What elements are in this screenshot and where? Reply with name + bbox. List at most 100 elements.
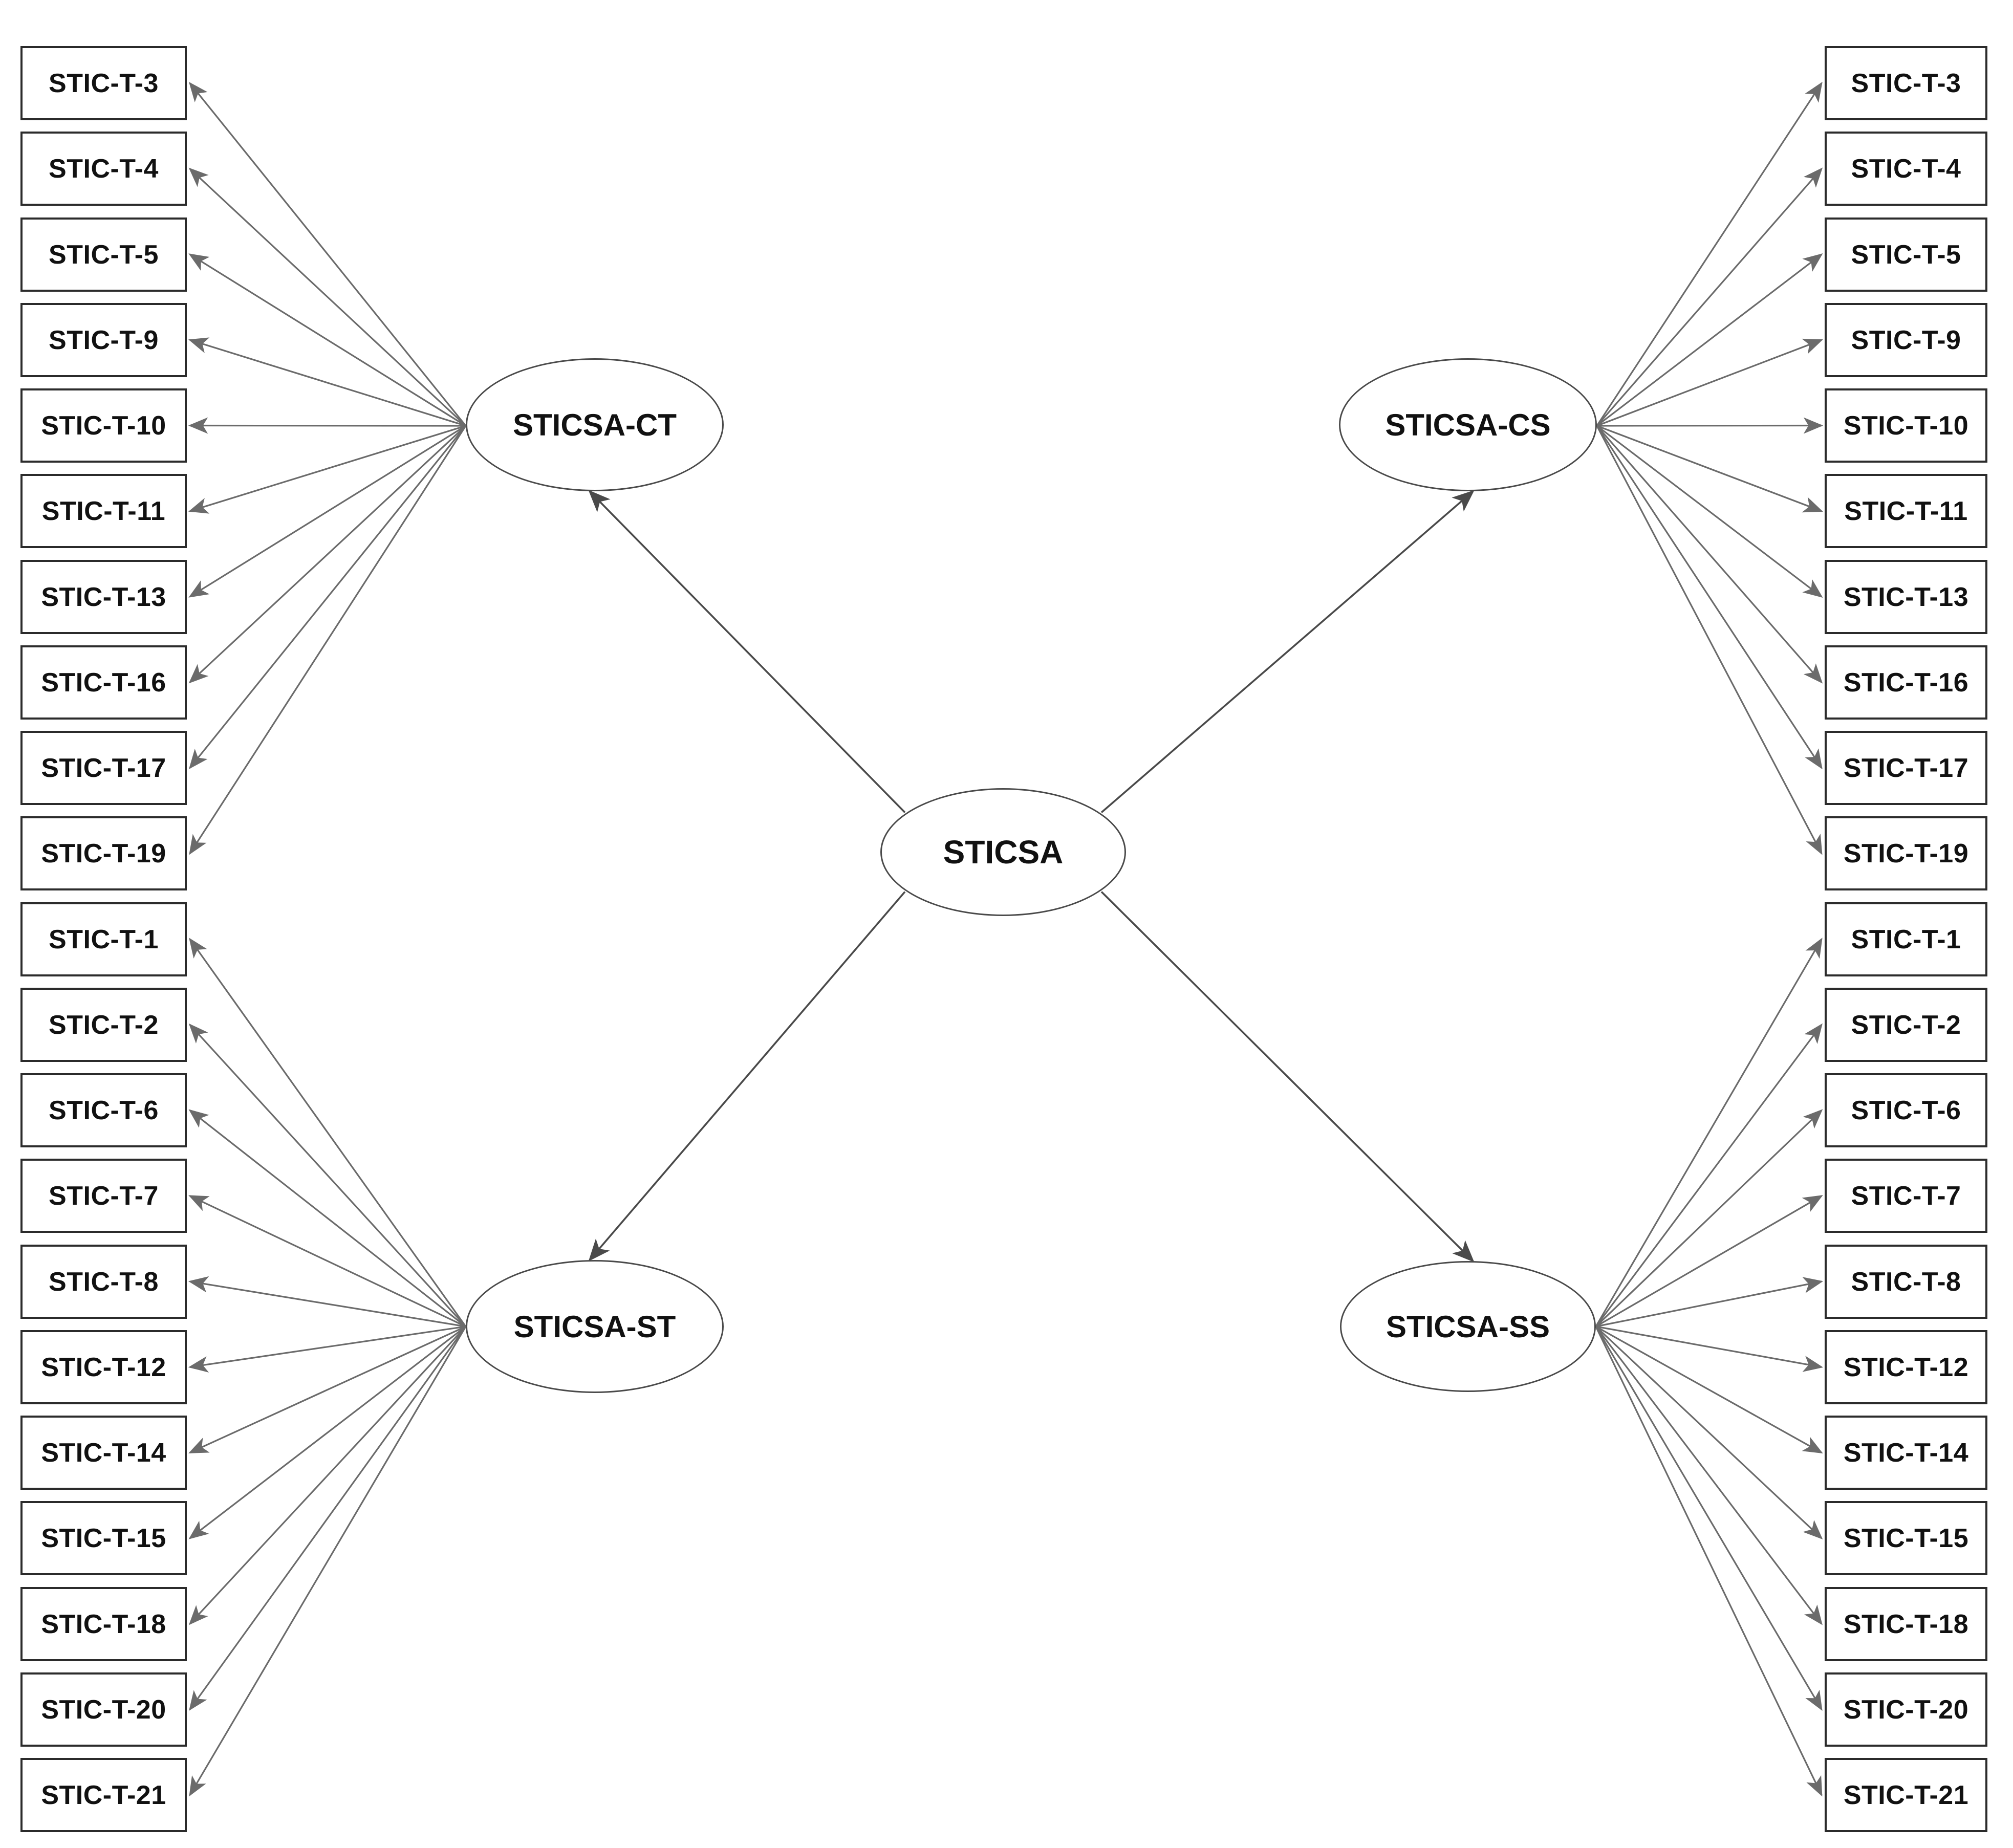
loading-arrow: [188, 1195, 466, 1328]
indicator-box[interactable]: STIC-T-6: [20, 1073, 187, 1147]
loading-arrow: [188, 425, 466, 598]
indicator-box[interactable]: STIC-T-2: [1825, 988, 1987, 1062]
indicator-label: STIC-T-12: [41, 1352, 166, 1382]
indicator-label: STIC-T-6: [49, 1095, 159, 1125]
indicator-box[interactable]: STIC-T-8: [20, 1245, 187, 1319]
indicator-label: STIC-T-8: [1851, 1267, 1961, 1297]
loading-arrow: [189, 1326, 467, 1711]
indicator-box[interactable]: STIC-T-9: [20, 303, 187, 377]
indicator-label: STIC-T-3: [1851, 68, 1961, 98]
indicator-box[interactable]: STIC-T-11: [20, 474, 187, 548]
loading-arrow: [188, 82, 467, 427]
loading-arrow: [188, 337, 466, 427]
indicator-box[interactable]: STIC-T-7: [1825, 1159, 1987, 1233]
indicator-box[interactable]: STIC-T-8: [1825, 1245, 1987, 1319]
indicator-box[interactable]: STIC-T-18: [20, 1587, 187, 1661]
indicator-label: STIC-T-9: [1851, 325, 1961, 355]
indicator-box[interactable]: STIC-T-13: [1825, 560, 1987, 634]
factor-ellipse-sticsa-ss[interactable]: STICSA-SS: [1340, 1261, 1596, 1392]
factor-ellipse-sticsa-st[interactable]: STICSA-ST: [466, 1260, 724, 1393]
indicator-label: STIC-T-4: [1851, 154, 1961, 184]
indicator-box[interactable]: STIC-T-16: [20, 645, 187, 720]
loading-arrow: [1595, 1325, 1824, 1372]
indicator-box[interactable]: STIC-T-11: [1825, 474, 1987, 548]
loading-arrow: [188, 1023, 467, 1328]
indicator-box[interactable]: STIC-T-20: [20, 1672, 187, 1747]
indicator-label: STIC-T-9: [49, 325, 159, 355]
indicator-label: STIC-T-7: [1851, 1181, 1961, 1211]
indicator-box[interactable]: STIC-T-15: [1825, 1501, 1987, 1575]
indicator-box[interactable]: STIC-T-16: [1825, 645, 1987, 720]
indicator-box[interactable]: STIC-T-14: [20, 1416, 187, 1490]
indicator-box[interactable]: STIC-T-18: [1825, 1587, 1987, 1661]
loading-arrow: [1595, 1326, 1823, 1625]
indicator-label: STIC-T-2: [1851, 1010, 1961, 1040]
loading-arrow: [1595, 1023, 1823, 1327]
general-factor-sticsa[interactable]: STICSA: [880, 788, 1126, 916]
indicator-label: STIC-T-15: [41, 1523, 166, 1553]
indicator-box[interactable]: STIC-T-6: [1825, 1073, 1987, 1147]
indicator-box[interactable]: STIC-T-17: [1825, 731, 1987, 805]
indicator-box[interactable]: STIC-T-13: [20, 560, 187, 634]
indicator-label: STIC-T-2: [49, 1010, 159, 1040]
indicator-label: STIC-T-16: [1843, 667, 1969, 698]
indicator-box[interactable]: STIC-T-5: [1825, 218, 1987, 292]
indicator-box[interactable]: STIC-T-21: [1825, 1758, 1987, 1832]
indicator-box[interactable]: STIC-T-20: [1825, 1672, 1987, 1747]
indicator-box[interactable]: STIC-T-10: [1825, 388, 1987, 463]
indicator-label: STIC-T-20: [1843, 1694, 1969, 1725]
loading-arrow: [1595, 1325, 1823, 1454]
indicator-box[interactable]: STIC-T-5: [20, 218, 187, 292]
indicator-label: STIC-T-15: [1843, 1523, 1969, 1553]
indicator-label: STIC-T-5: [49, 240, 159, 270]
indicator-box[interactable]: STIC-T-12: [20, 1330, 187, 1404]
factor-ellipse-sticsa-ct[interactable]: STICSA-CT: [466, 358, 724, 491]
indicator-label: STIC-T-20: [41, 1694, 166, 1725]
indicator-label: STIC-T-19: [41, 838, 166, 868]
indicator-box[interactable]: STIC-T-1: [1825, 902, 1987, 976]
indicator-box[interactable]: STIC-T-14: [1825, 1416, 1987, 1490]
loading-arrow: [1595, 1195, 1823, 1328]
factor-label: STICSA-ST: [513, 1309, 676, 1344]
indicator-label: STIC-T-5: [1851, 240, 1961, 270]
loading-arrow: [1596, 425, 1823, 598]
indicator-box[interactable]: STIC-T-12: [1825, 1330, 1987, 1404]
indicator-box[interactable]: STIC-T-15: [20, 1501, 187, 1575]
indicator-label: STIC-T-10: [41, 410, 166, 441]
loading-arrow: [1596, 425, 1823, 855]
loading-arrow: [1596, 253, 1823, 427]
general-factor-label: STICSA: [943, 834, 1064, 871]
structural-arrow: [1100, 891, 1475, 1263]
indicator-box[interactable]: STIC-T-9: [1825, 303, 1987, 377]
indicator-box[interactable]: STIC-T-21: [20, 1758, 187, 1832]
loading-arrow: [188, 167, 467, 427]
indicator-box[interactable]: STIC-T-19: [20, 816, 187, 890]
factor-label: STICSA-SS: [1386, 1309, 1550, 1344]
indicator-box[interactable]: STIC-T-3: [1825, 46, 1987, 120]
loading-arrow: [189, 938, 467, 1327]
indicator-box[interactable]: STIC-T-4: [1825, 132, 1987, 206]
indicator-label: STIC-T-4: [49, 154, 159, 184]
indicator-label: STIC-T-18: [1843, 1609, 1969, 1639]
indicator-label: STIC-T-21: [41, 1780, 166, 1810]
indicator-box[interactable]: STIC-T-1: [20, 902, 187, 976]
indicator-box[interactable]: STIC-T-10: [20, 388, 187, 463]
factor-ellipse-sticsa-cs[interactable]: STICSA-CS: [1339, 358, 1597, 491]
indicator-box[interactable]: STIC-T-7: [20, 1159, 187, 1233]
loading-arrow: [1596, 425, 1823, 513]
indicator-box[interactable]: STIC-T-19: [1825, 816, 1987, 890]
indicator-box[interactable]: STIC-T-3: [20, 46, 187, 120]
structural-arrow: [588, 891, 906, 1262]
indicator-box[interactable]: STIC-T-4: [20, 132, 187, 206]
indicator-label: STIC-T-21: [1843, 1780, 1969, 1810]
indicator-label: STIC-T-10: [1843, 410, 1969, 441]
indicator-label: STIC-T-11: [1844, 496, 1968, 526]
loading-arrow: [1595, 1277, 1824, 1328]
indicator-label: STIC-T-16: [41, 667, 166, 698]
indicator-box[interactable]: STIC-T-2: [20, 988, 187, 1062]
loading-arrow: [189, 425, 467, 855]
loading-arrow: [1595, 1326, 1823, 1797]
indicator-box[interactable]: STIC-T-17: [20, 731, 187, 805]
